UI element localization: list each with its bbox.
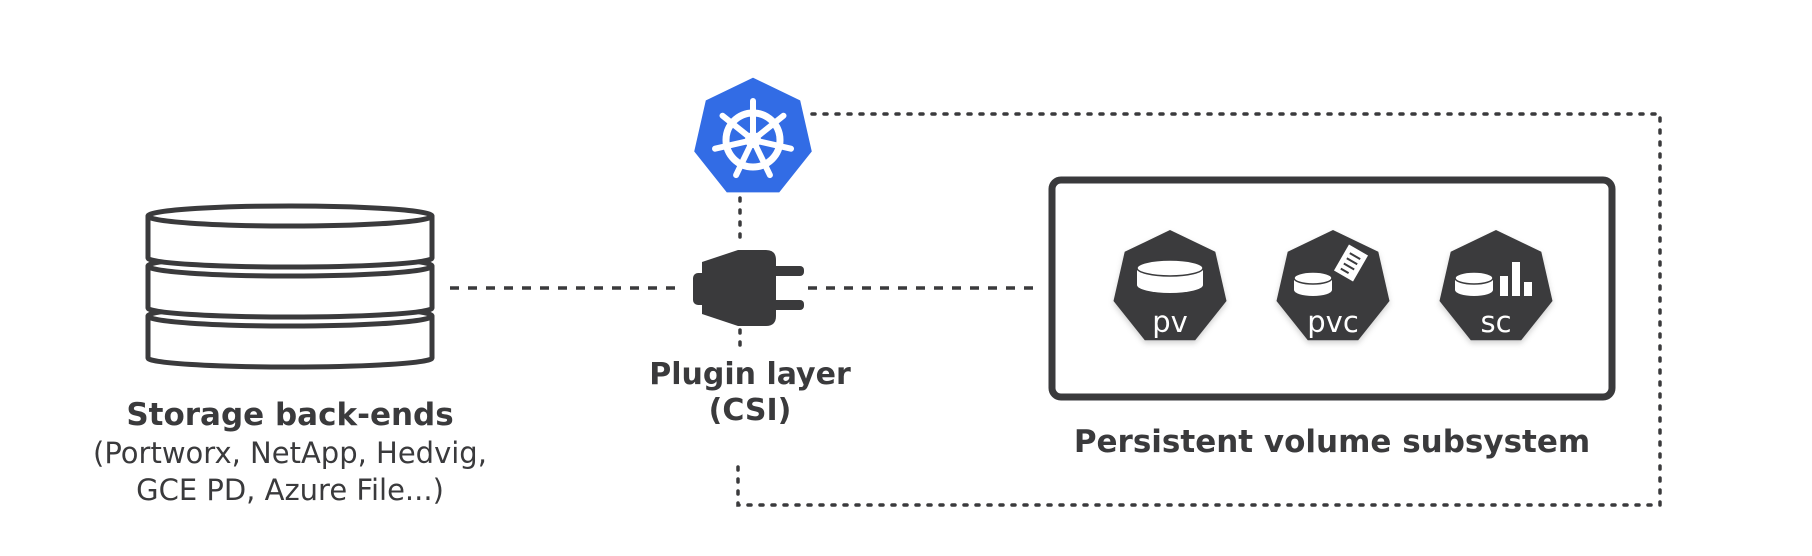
- database-stack-icon: [145, 203, 435, 370]
- plugin-title-line2: (CSI): [709, 393, 792, 428]
- plugin-title-line1: Plugin layer: [649, 357, 851, 392]
- storage-detail-line2: GCE PD, Azure File...): [136, 473, 444, 507]
- disk-claim-icon: [1293, 244, 1369, 296]
- outer-dotted-boundary: [736, 112, 1662, 507]
- sc-label: sc: [1480, 305, 1511, 339]
- plug-icon: [693, 250, 804, 326]
- pvc-badge: pvc: [1276, 230, 1390, 341]
- pv-badge: pv: [1113, 230, 1227, 341]
- storage-detail-line1: (Portworx, NetApp, Hedvig,: [93, 436, 487, 470]
- pv-label: pv: [1152, 305, 1188, 339]
- disk-class-icon: [1454, 262, 1532, 296]
- sc-badge: sc: [1439, 230, 1553, 341]
- storage-title: Storage back-ends: [126, 397, 453, 433]
- pvc-label: pvc: [1307, 305, 1359, 339]
- kubernetes-helm-icon: [690, 74, 816, 196]
- disk-icon: [1136, 259, 1204, 293]
- subsystem-title: Persistent volume subsystem: [1074, 424, 1590, 460]
